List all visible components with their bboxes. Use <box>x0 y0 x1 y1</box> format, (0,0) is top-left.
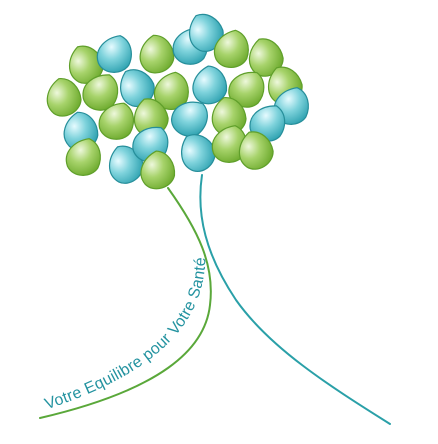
leaf-green <box>214 29 249 69</box>
leaf-green <box>98 102 135 140</box>
leaf-green <box>154 71 189 111</box>
teal-stem <box>199 174 391 425</box>
leaf-cluster <box>46 13 309 190</box>
green-stem <box>39 187 212 419</box>
leaf-green <box>238 131 274 170</box>
leaf-green <box>82 74 119 111</box>
leaf-green <box>140 150 176 190</box>
leaf-teal <box>192 65 228 105</box>
leaf-green <box>65 138 101 176</box>
leaf-green <box>139 34 175 74</box>
leaf-green <box>46 78 82 117</box>
leaf-teal <box>170 101 208 137</box>
leaf-teal <box>181 134 216 173</box>
leaf-teal <box>96 35 132 73</box>
